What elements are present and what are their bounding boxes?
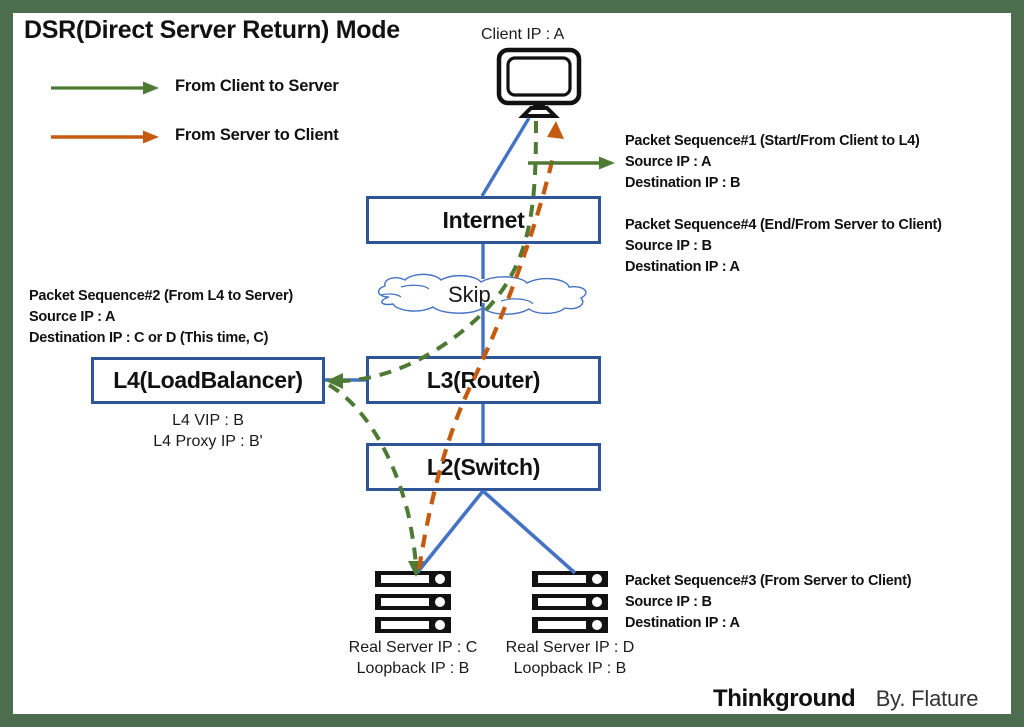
server-right-loopback-ip: Loopback IP : B bbox=[513, 660, 627, 677]
cloud-skip-label: Skip bbox=[448, 282, 491, 307]
node-internet-label: Internet bbox=[442, 206, 525, 233]
server-rack-icon-left bbox=[375, 571, 451, 633]
node-internet[interactable]: Internet bbox=[366, 196, 601, 244]
packet-sequence-1-destination: Destination IP : B bbox=[625, 175, 741, 191]
node-l2-switch[interactable]: L2(Switch) bbox=[366, 443, 601, 491]
node-l3-label: L3(Router) bbox=[426, 366, 541, 393]
packet-sequence-2-source: Source IP : A bbox=[29, 309, 116, 325]
l4-proxy-ip-label: L4 Proxy IP : B' bbox=[153, 433, 263, 450]
packet-sequence-3-destination: Destination IP : A bbox=[625, 615, 740, 631]
legend-label-client-to-server: From Client to Server bbox=[175, 77, 339, 95]
packet-sequence-2: Packet Sequence#2 (From L4 to Server) So… bbox=[29, 286, 293, 349]
packet-sequence-1: Packet Sequence#1 (Start/From Client to … bbox=[625, 131, 920, 194]
packet-sequence-2-heading: Packet Sequence#2 (From L4 to Server) bbox=[29, 288, 293, 304]
legend-arrow-client-to-server-icon bbox=[51, 81, 159, 95]
packet-sequence-3: Packet Sequence#3 (From Server to Client… bbox=[625, 571, 912, 634]
server-left-real-ip: Real Server IP : C bbox=[348, 639, 478, 656]
packet-sequence-4: Packet Sequence#4 (End/From Server to Cl… bbox=[625, 215, 942, 278]
flow-server-to-client bbox=[416, 152, 557, 570]
l4-vip-label: L4 VIP : B bbox=[172, 412, 244, 429]
link-l2-to-server-left bbox=[415, 489, 485, 575]
flow-client-to-l4 bbox=[342, 120, 538, 383]
packet-sequence-1-source: Source IP : A bbox=[625, 154, 712, 170]
packet-sequence-1-heading: Packet Sequence#1 (Start/From Client to … bbox=[625, 133, 920, 149]
node-l4-loadbalancer[interactable]: L4(LoadBalancer) bbox=[91, 357, 325, 404]
legend: From Client to Server From Server to Cli… bbox=[51, 68, 411, 158]
footer-brand: Thinkground bbox=[713, 685, 856, 712]
flow-server-to-client-arrowhead bbox=[547, 121, 564, 139]
flow-l4-to-server bbox=[327, 383, 418, 566]
server-left-details: Real Server IP : C Loopback IP : B bbox=[333, 637, 493, 679]
client-ip-label: Client IP : A bbox=[481, 26, 565, 43]
server-right-real-ip: Real Server IP : D bbox=[505, 639, 635, 656]
link-l2-to-server-right bbox=[481, 489, 577, 575]
server-left-loopback-ip: Loopback IP : B bbox=[356, 660, 470, 677]
monitor-icon bbox=[496, 47, 582, 118]
packet-sequence-4-destination: Destination IP : A bbox=[625, 259, 740, 275]
server-rack-icon-right bbox=[532, 571, 608, 633]
page-title: DSR(Direct Server Return) Mode bbox=[24, 16, 400, 44]
node-l4-label: L4(LoadBalancer) bbox=[113, 367, 303, 393]
flow-client-to-l4-arrowhead bbox=[326, 373, 343, 389]
packet-sequence-3-heading: Packet Sequence#3 (From Server to Client… bbox=[625, 573, 912, 589]
footer-byline: By. Flature bbox=[875, 686, 979, 711]
packet-sequence-4-heading: Packet Sequence#4 (End/From Server to Cl… bbox=[625, 217, 942, 233]
link-client-to-internet bbox=[480, 117, 531, 197]
server-right-details: Real Server IP : D Loopback IP : B bbox=[490, 637, 650, 679]
diagram-stage: DSR(Direct Server Return) Mode From Clie… bbox=[13, 13, 1011, 714]
footer: Thinkground By. Flature bbox=[713, 685, 978, 713]
legend-label-server-to-client: From Server to Client bbox=[175, 126, 339, 144]
node-l2-label: L2(Switch) bbox=[426, 453, 541, 480]
cloud-skip-icon bbox=[378, 273, 587, 315]
legend-arrow-server-to-client-icon bbox=[51, 130, 159, 144]
packet-sequence-2-destination: Destination IP : C or D (This time, C) bbox=[29, 330, 269, 346]
flow-overlay bbox=[325, 117, 615, 577]
pointer-seq1-arrowhead bbox=[599, 156, 615, 170]
packet-sequence-4-source: Source IP : B bbox=[625, 238, 712, 254]
packet-sequence-3-source: Source IP : B bbox=[625, 594, 712, 610]
l4-details: L4 VIP : B L4 Proxy IP : B' bbox=[91, 410, 325, 452]
